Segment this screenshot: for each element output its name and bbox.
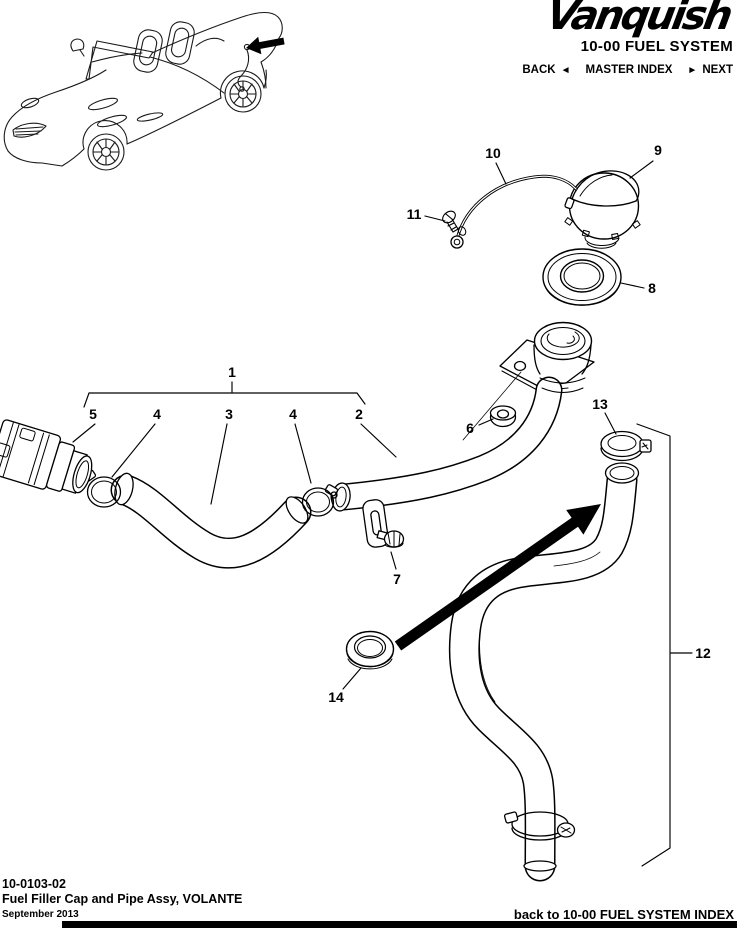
grommet-small (489, 405, 517, 428)
filler-pipe (330, 321, 593, 512)
car-filler-pointer-arrow (246, 36, 285, 55)
callout-13: 13 (592, 396, 608, 412)
breather-clamp (600, 430, 652, 462)
nav-back-label: BACK (522, 64, 556, 76)
nav-next-link[interactable]: ► NEXT (687, 64, 733, 77)
tether-screw (442, 210, 459, 233)
next-arrow-icon: ► (687, 65, 698, 76)
assembly-direction-arrow (394, 504, 601, 651)
car-windshield (70, 38, 154, 80)
back-to-index-link[interactable]: back to 10-00 FUEL SYSTEM INDEX (513, 907, 734, 922)
lower-hose-clamp (503, 811, 576, 841)
callout-4b: 4 (289, 406, 297, 422)
callout-3: 3 (225, 406, 233, 422)
breather-hose (448, 462, 640, 882)
nav-master-index-link[interactable]: MASTER INDEX (586, 64, 673, 77)
callout-12: 12 (695, 645, 711, 661)
document-number: 10-0103-02 (2, 877, 66, 891)
filler-neck-bracket (462, 339, 595, 441)
support-bracket-and-bolt (362, 499, 405, 548)
callout-9: 9 (654, 142, 662, 158)
filler-cap-seal (542, 248, 622, 306)
hose-clamp-right (301, 484, 339, 517)
callout-6: 6 (466, 420, 474, 436)
document-date: September 2013 (2, 909, 79, 920)
filler-hose (110, 472, 312, 569)
car-locator-illustration (3, 11, 285, 171)
callout-2: 2 (355, 406, 363, 422)
nav-back-link[interactable]: BACK ◄ (522, 64, 570, 77)
callout-5: 5 (89, 406, 97, 422)
cap-tether (450, 174, 578, 249)
callout-7: 7 (393, 571, 401, 587)
callout-8: 8 (648, 280, 656, 296)
car-fuel-filler-detail (237, 43, 251, 92)
grommet-large (345, 630, 395, 670)
document-title: Fuel Filler Cap and Pipe Assy, VOLANTE (2, 892, 243, 906)
callout-14: 14 (328, 689, 344, 705)
section-title: 10-00 FUEL SYSTEM (580, 38, 733, 55)
car-front-details (12, 97, 164, 138)
filler-connector (0, 419, 93, 494)
back-arrow-icon: ◄ (560, 65, 571, 76)
nav-next-label: NEXT (702, 64, 733, 76)
callout-11: 11 (407, 206, 422, 222)
callout-leader-lines (72, 160, 693, 867)
header-nav: BACK ◄ MASTER INDEX ► NEXT (522, 64, 733, 77)
callout-4a: 4 (153, 406, 161, 422)
car-seats (133, 21, 225, 73)
callout-1: 1 (228, 364, 236, 380)
fuel-filler-cap (564, 170, 641, 249)
footer-bar (62, 921, 737, 928)
callout-10: 10 (485, 145, 501, 161)
car-wheels (87, 75, 262, 171)
callout-numbers: 1 5 4 3 4 2 6 7 8 9 10 11 12 13 14 (89, 142, 711, 705)
nav-master-index-label: MASTER INDEX (585, 64, 673, 76)
